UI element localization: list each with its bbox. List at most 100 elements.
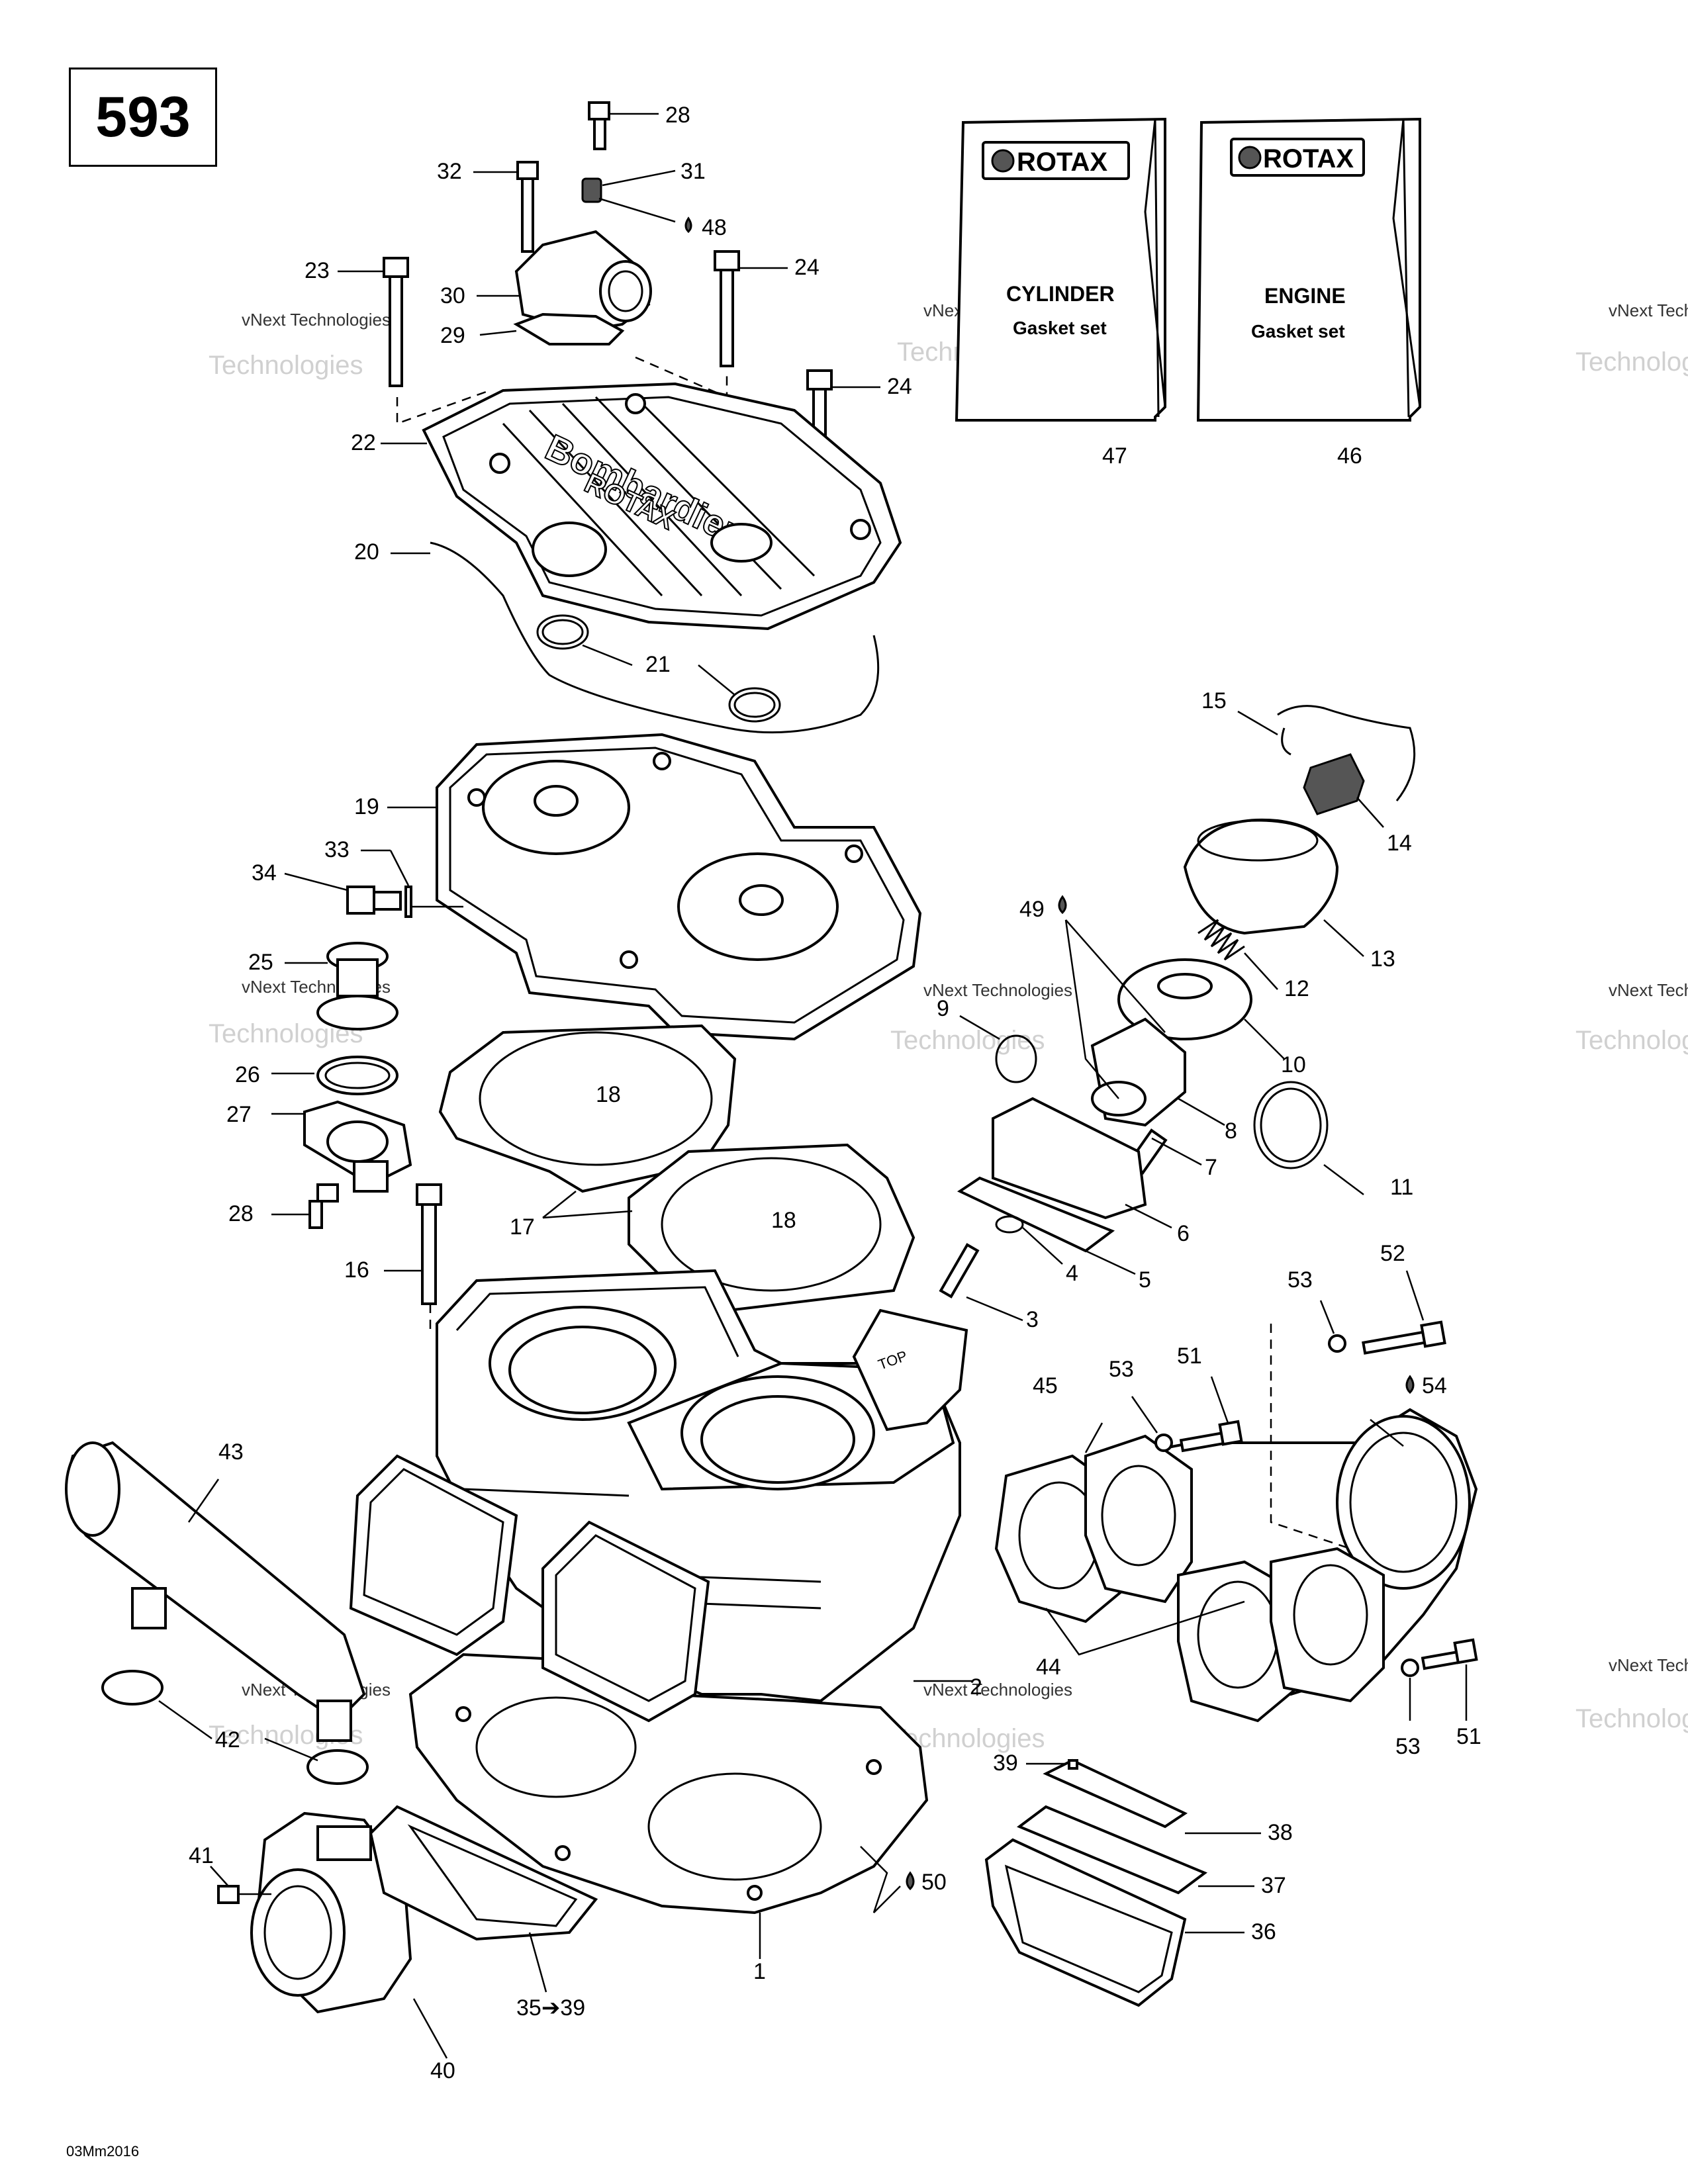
watermark-large: Technologies xyxy=(209,351,363,380)
callout-35-39: 35➔39 xyxy=(516,1995,585,2021)
callout-42: 42 xyxy=(215,1727,240,1752)
kit-subtitle: Gasket set xyxy=(1251,321,1345,341)
drop-icon xyxy=(1405,1375,1415,1394)
hose-clamps xyxy=(101,1670,369,1785)
callout-3: 3 xyxy=(1026,1307,1039,1332)
callout-6: 6 xyxy=(1177,1221,1190,1246)
o-rings-21 xyxy=(536,614,781,723)
top-fasteners xyxy=(338,101,880,473)
callout-5: 5 xyxy=(1139,1267,1151,1293)
watermark-line: vNext Technologies xyxy=(923,980,1072,1000)
callout-18: 18 xyxy=(771,1208,796,1233)
callout-7: 7 xyxy=(1205,1155,1217,1180)
callout-15: 15 xyxy=(1201,688,1227,713)
kit-title: CYLINDER xyxy=(1006,282,1115,306)
callout-33: 33 xyxy=(324,837,350,862)
callout-24: 24 xyxy=(887,374,912,399)
callout-28: 28 xyxy=(665,103,690,128)
callout-11: 11 xyxy=(1390,1175,1413,1200)
callout-18: 18 xyxy=(596,1082,621,1107)
callout-9: 9 xyxy=(937,996,949,1021)
watermark-large: Technologies xyxy=(1575,1704,1688,1733)
callout-22: 22 xyxy=(351,430,376,455)
callout-31: 31 xyxy=(680,159,706,184)
callout-25: 25 xyxy=(248,950,273,975)
coolant-pipe xyxy=(65,1441,366,1742)
figure-code: 03Mm2016 xyxy=(66,2143,140,2160)
callout-44: 44 xyxy=(1036,1655,1061,1680)
watermark-line: vNext Technologies xyxy=(1609,300,1688,320)
exhaust-manifold xyxy=(1124,1324,1478,1696)
kit-subtitle: Gasket set xyxy=(1013,318,1107,338)
callout-8: 8 xyxy=(1225,1118,1237,1144)
lubricant-drop-icons xyxy=(906,895,1415,1891)
page-number-box: 593 xyxy=(69,68,217,167)
callout-52: 52 xyxy=(1380,1241,1405,1266)
callout-38: 38 xyxy=(1268,1820,1293,1845)
callout-14: 14 xyxy=(1387,831,1412,856)
callout-13: 13 xyxy=(1370,946,1395,972)
engine-gasket-kit-booklet: ROTAX ENGINE Gasket set 46 xyxy=(1196,117,1421,469)
callout-46: 46 xyxy=(1337,443,1362,469)
callout-48: 48 xyxy=(702,215,727,240)
watermark-large: Technologies xyxy=(1575,1026,1688,1055)
callout-45: 45 xyxy=(1033,1373,1058,1398)
callout-32: 32 xyxy=(437,159,462,184)
callout-49: 49 xyxy=(1019,897,1045,922)
callout-29: 29 xyxy=(440,323,465,348)
callout-21: 21 xyxy=(645,652,671,677)
drop-icon xyxy=(1058,895,1067,915)
callout-40: 40 xyxy=(430,2058,455,2083)
callout-53: 53 xyxy=(1395,1734,1421,1759)
plug-and-washer xyxy=(284,849,463,918)
callout-34: 34 xyxy=(252,860,277,886)
callout-36: 36 xyxy=(1251,1919,1276,1944)
watermarks: vNext Technologies Technologies vNext Te… xyxy=(209,300,1688,1753)
callout-53: 53 xyxy=(1109,1357,1134,1382)
head-gasket-17-left: 18 xyxy=(438,1024,737,1193)
cylinder-gasket-kit-booklet: ROTAX CYLINDER Gasket set 47 xyxy=(955,117,1166,469)
callout-37: 37 xyxy=(1261,1873,1286,1898)
watermark-large: Technologies xyxy=(890,1026,1045,1055)
callout-50: 50 xyxy=(921,1870,947,1895)
callout-26: 26 xyxy=(235,1062,260,1087)
callout-24: 24 xyxy=(794,255,820,280)
o-ring-26 xyxy=(271,1056,399,1095)
drop-icon xyxy=(906,1871,915,1891)
callout-39: 39 xyxy=(993,1751,1018,1776)
callout-1: 1 xyxy=(753,1959,766,1984)
kit-brand: ROTAX xyxy=(1017,148,1107,177)
callout-47: 47 xyxy=(1102,443,1127,469)
watermark-line: vNext Technologies xyxy=(1609,980,1688,1000)
callout-labels: 1 2 3 4 5 6 7 8 9 10 11 12 13 14 15 16 1… xyxy=(189,103,1481,2083)
gasket-17-leaders xyxy=(542,1191,633,1219)
callout-16: 16 xyxy=(344,1257,369,1283)
callout-43: 43 xyxy=(218,1439,244,1465)
callout-19: 19 xyxy=(354,794,379,819)
callout-10: 10 xyxy=(1281,1052,1306,1077)
rotary-valve-adaptor xyxy=(210,1811,448,2059)
exhaust-valve-assembly: TOP xyxy=(852,705,1416,1432)
callout-28: 28 xyxy=(228,1201,254,1226)
callout-30: 30 xyxy=(440,283,465,308)
callout-27: 27 xyxy=(226,1102,252,1127)
watermark-line: vNext Technologies xyxy=(242,310,391,330)
cylinder-head xyxy=(387,733,922,1041)
callout-51: 51 xyxy=(1177,1343,1202,1369)
callout-41: 41 xyxy=(189,1843,214,1868)
thermostat xyxy=(285,942,399,1030)
exhaust-fasteners xyxy=(1131,1270,1478,1721)
watermark-line: vNext Technologies xyxy=(1609,1655,1688,1675)
cylinder-head-cover: Bombardier ROTAX xyxy=(381,382,902,631)
reed-valve-left xyxy=(369,1805,598,1993)
reed-cages-on-block xyxy=(349,1454,710,1723)
callout-4: 4 xyxy=(1066,1261,1078,1286)
o-ring-20 xyxy=(391,541,880,734)
callout-54: 54 xyxy=(1422,1373,1447,1398)
kit-title: ENGINE xyxy=(1264,284,1346,308)
callout-2: 2 xyxy=(970,1674,982,1700)
reed-valve-right xyxy=(984,1758,1261,2007)
callout-53: 53 xyxy=(1288,1267,1313,1293)
callout-23: 23 xyxy=(305,258,330,283)
